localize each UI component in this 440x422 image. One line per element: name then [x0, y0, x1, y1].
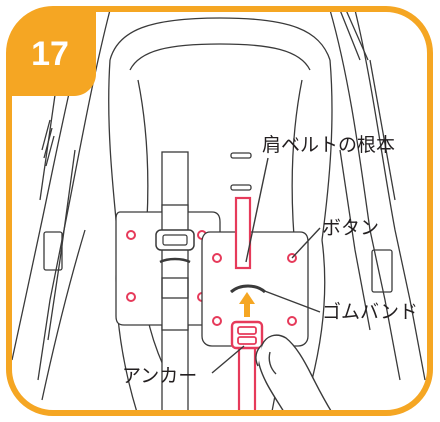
right-pad — [201, 231, 309, 347]
stroller-frame-right — [329, 9, 426, 381]
button-dot — [212, 253, 222, 263]
up-arrow-icon — [239, 292, 255, 317]
label-anchor: アンカー — [122, 365, 197, 387]
button-dot — [212, 316, 222, 326]
hand-drawing — [255, 334, 340, 413]
shoulder-belt-root — [234, 196, 252, 270]
left-pad — [115, 204, 221, 331]
leader-lines — [211, 157, 321, 374]
step-number: 17 — [31, 35, 69, 73]
label-shoulder-belt-root: 肩ベルトの根本 — [262, 134, 395, 156]
stroller-seat-drawing — [9, 9, 430, 413]
frame-border — [6, 6, 433, 416]
button-dot — [287, 316, 297, 326]
anchor-buckle — [230, 320, 264, 413]
step-badge: 17 — [9, 9, 96, 96]
label-rubber-band: ゴムバンド — [322, 301, 418, 323]
label-button: ボタン — [322, 217, 379, 239]
